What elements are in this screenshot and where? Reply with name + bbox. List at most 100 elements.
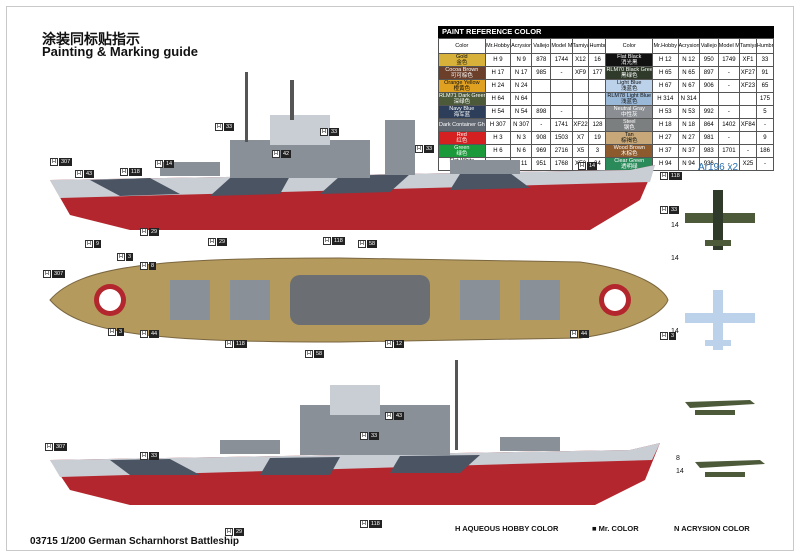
callout-h: H: [225, 340, 233, 348]
callout-h: H: [208, 238, 216, 246]
callout-num: 33: [223, 123, 235, 131]
callout-h: H: [385, 412, 393, 420]
callout-num: 118: [368, 520, 382, 528]
callout-num: 43: [83, 170, 95, 178]
callout-h: H: [320, 128, 328, 136]
paint-cell-mm: 1768: [550, 157, 573, 171]
callout-h: H: [360, 432, 368, 440]
callout-num: 307: [58, 158, 73, 166]
footer-title: 03715 1/200 German Scharnhorst Battleshi…: [30, 536, 239, 547]
callout-h: H: [155, 160, 163, 168]
paint-col-header: Humbrol: [755, 38, 775, 54]
paint-swatch: Dark Container Ghost Gray: [438, 118, 486, 132]
title-english: Painting & Marking guide: [42, 44, 199, 59]
paint-cell-tamiya: -: [738, 144, 757, 158]
callout-h: H: [360, 520, 368, 528]
callout-h: H: [140, 452, 148, 460]
paint-col-header: Model Master: [717, 38, 740, 54]
callout-num: 29: [148, 228, 160, 236]
legend-mr-text: Mr. COLOR: [598, 524, 639, 533]
paint-cell-tamiya: X25: [738, 157, 757, 171]
ship-side-profile-top: [50, 72, 655, 230]
callout-h: H: [578, 162, 586, 170]
paint-cell-mm: 1744: [550, 53, 573, 67]
paint-cell-humbrol: -: [755, 157, 775, 171]
legend-mrhobby-text: AQUEOUS HOBBY COLOR: [462, 524, 559, 533]
callout-num: 8: [148, 262, 157, 270]
paint-cell-mm: -: [717, 131, 740, 145]
callout-num: 33: [423, 145, 435, 153]
legend-n-mark: N: [674, 524, 680, 533]
paint-cell-humbrol: 91: [755, 66, 775, 80]
legend-mr: ■ Mr. COLOR: [592, 524, 639, 533]
paint-cell-mm: 1701: [717, 144, 740, 158]
paint-col-header: Color: [438, 38, 486, 54]
paint-cell-vallejo: 897: [698, 66, 719, 80]
paint-cell-vallejo: [698, 92, 719, 106]
paint-cell-acrysion: N 94: [677, 157, 700, 171]
callout-h: H: [305, 350, 313, 358]
callout-h: H: [120, 168, 128, 176]
paint-cell-acrysion: N 65: [677, 66, 700, 80]
legend-acrysion-text: ACRYSION COLOR: [681, 524, 750, 533]
paint-table-title: PAINT REFERENCE COLOR: [438, 26, 774, 38]
aircraft-num-c: 14: [671, 328, 679, 335]
callout-num: 307: [53, 443, 68, 451]
paint-cell-humbrol: 175: [755, 92, 775, 106]
aircraft-side-view-2: [695, 460, 765, 477]
paint-cell-mm: 1741: [550, 118, 573, 132]
callout-num: 42: [280, 150, 292, 158]
paint-cell-humbrol: 5: [755, 105, 775, 119]
aircraft-top-view: [685, 190, 755, 250]
callout-h: H: [50, 158, 58, 166]
paint-cell-tamiya: XF27: [738, 66, 757, 80]
paint-cell-humbrol: 33: [755, 53, 775, 67]
paint-col-header: Tamiya: [738, 38, 757, 54]
paint-cell-tamiya: X12: [571, 53, 590, 67]
paint-cell-mrhobby: H 94: [652, 157, 679, 171]
paint-cell-mm: 1749: [717, 53, 740, 67]
callout-num: 58: [313, 350, 325, 358]
title-chinese: 涂装同标贴指示: [42, 32, 140, 48]
callout-num: 33: [328, 128, 340, 136]
ship-side-profile-bottom: [50, 360, 660, 505]
paint-cell-vallejo: 992: [698, 105, 719, 119]
callout-h: H: [272, 150, 280, 158]
callout-num: 118: [668, 172, 682, 180]
callout-h: H: [415, 145, 423, 153]
callout-h: H: [570, 330, 578, 338]
paint-cell-tamiya: XF23: [738, 79, 757, 93]
paint-cell-vallejo: 864: [698, 118, 719, 132]
paint-cell-vallejo: 983: [698, 144, 719, 158]
paint-cell-acrysion: N 18: [677, 118, 700, 132]
paint-cell-acrysion: N 37: [677, 144, 700, 158]
paint-col-header: Vallejo: [698, 38, 719, 54]
paint-cell-tamiya: [738, 105, 757, 119]
callout-num: 3: [668, 332, 677, 340]
paint-cell-vallejo: 936: [698, 157, 719, 171]
paint-cell-acrysion: N 67: [677, 79, 700, 93]
paint-col-header: Vallejo: [531, 38, 552, 54]
callout-num: 33: [668, 206, 680, 214]
paint-cell-mrhobby: H 9: [484, 53, 512, 67]
paint-col-header: Acrysion: [510, 38, 533, 54]
paint-cell-tamiya: XF1: [738, 53, 757, 67]
callout-h: H: [660, 172, 668, 180]
aircraft-label: Ar196 x2: [698, 162, 739, 173]
